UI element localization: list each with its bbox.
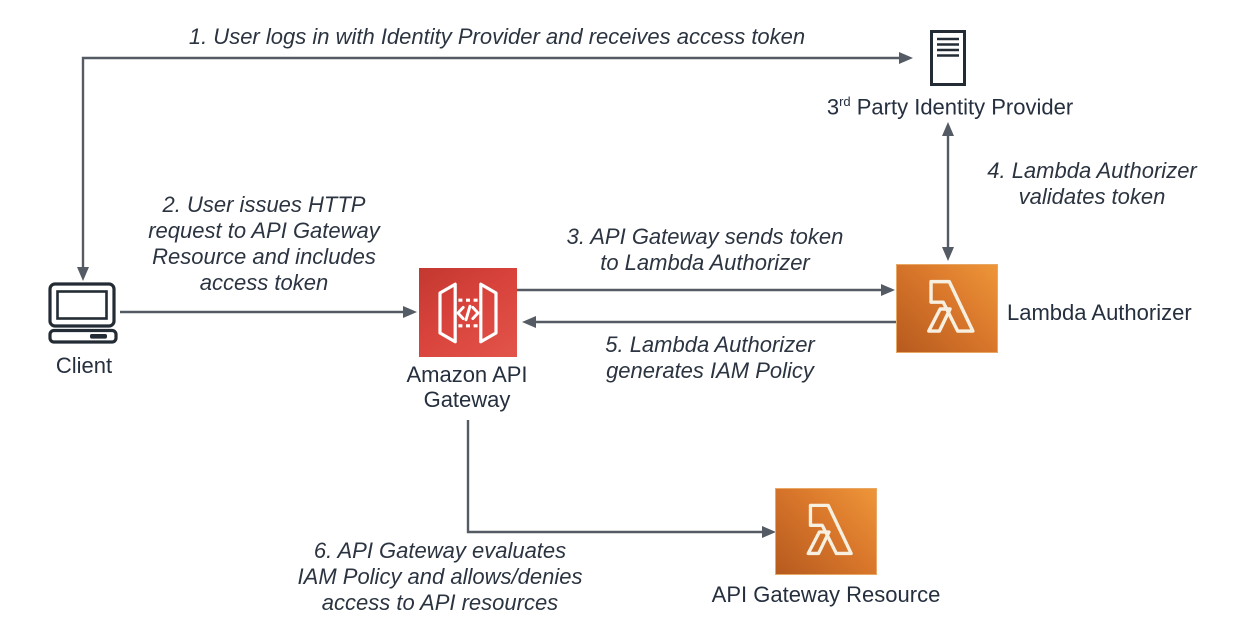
- api-gateway-label: Amazon API Gateway: [406, 362, 527, 412]
- arrow-step2-client-apigw: [120, 306, 417, 318]
- lambda-icon: [896, 264, 998, 353]
- arrowhead-right-apigw: [403, 306, 417, 318]
- step4-annotation: 4. Lambda Authorizer validates token: [987, 158, 1197, 209]
- api-gateway-icon: [419, 268, 517, 357]
- arrowhead-up-idp: [942, 122, 954, 136]
- step3-annotation: 3. API Gateway sends token to Lambda Aut…: [566, 224, 844, 275]
- arrow-step4-idp-lambda-bidirectional: [942, 122, 954, 261]
- arrowhead-down-lambda: [942, 247, 954, 261]
- arrow-step5-lambda-apigw: [522, 316, 896, 328]
- lambda-icon: [775, 488, 877, 575]
- step6-annotation: 6. API Gateway evaluates IAM Policy and …: [297, 538, 583, 615]
- arrow-step3-apigw-lambda: [517, 284, 895, 296]
- document-server-icon: [929, 29, 967, 87]
- step2-annotation: 2. User issues HTTP request to API Gatew…: [148, 192, 380, 295]
- computer-icon: [48, 282, 118, 344]
- identity-provider-label: 3rd Party Identity Provider: [827, 89, 1073, 119]
- arrowhead-down-client: [77, 267, 89, 281]
- identity-provider-label-num: 3: [826, 94, 840, 120]
- arrowhead-right-idp: [899, 52, 913, 64]
- api-gateway-resource-label: API Gateway Resource: [711, 582, 941, 607]
- arrow-step6-apigw-resource: [466, 420, 776, 538]
- client-label: Client: [55, 353, 113, 378]
- api-gateway-label-line1: Amazon API: [406, 362, 528, 387]
- lambda-authorizer-label: Lambda Authorizer: [1007, 300, 1192, 325]
- identity-provider-label-ordinal: rd: [839, 94, 851, 109]
- arrowhead-left-apigw: [522, 316, 536, 328]
- api-gateway-label-line2: Gateway: [423, 387, 511, 412]
- arrow-step1-client-idp: [77, 52, 913, 281]
- arrowhead-right-resource: [762, 526, 776, 538]
- identity-provider-label-rest: Party Identity Provider: [850, 94, 1074, 120]
- step1-annotation: 1. User logs in with Identity Provider a…: [188, 24, 806, 49]
- step5-annotation: 5. Lambda Authorizer generates IAM Polic…: [605, 332, 815, 383]
- arrowhead-right-lambda: [881, 284, 895, 296]
